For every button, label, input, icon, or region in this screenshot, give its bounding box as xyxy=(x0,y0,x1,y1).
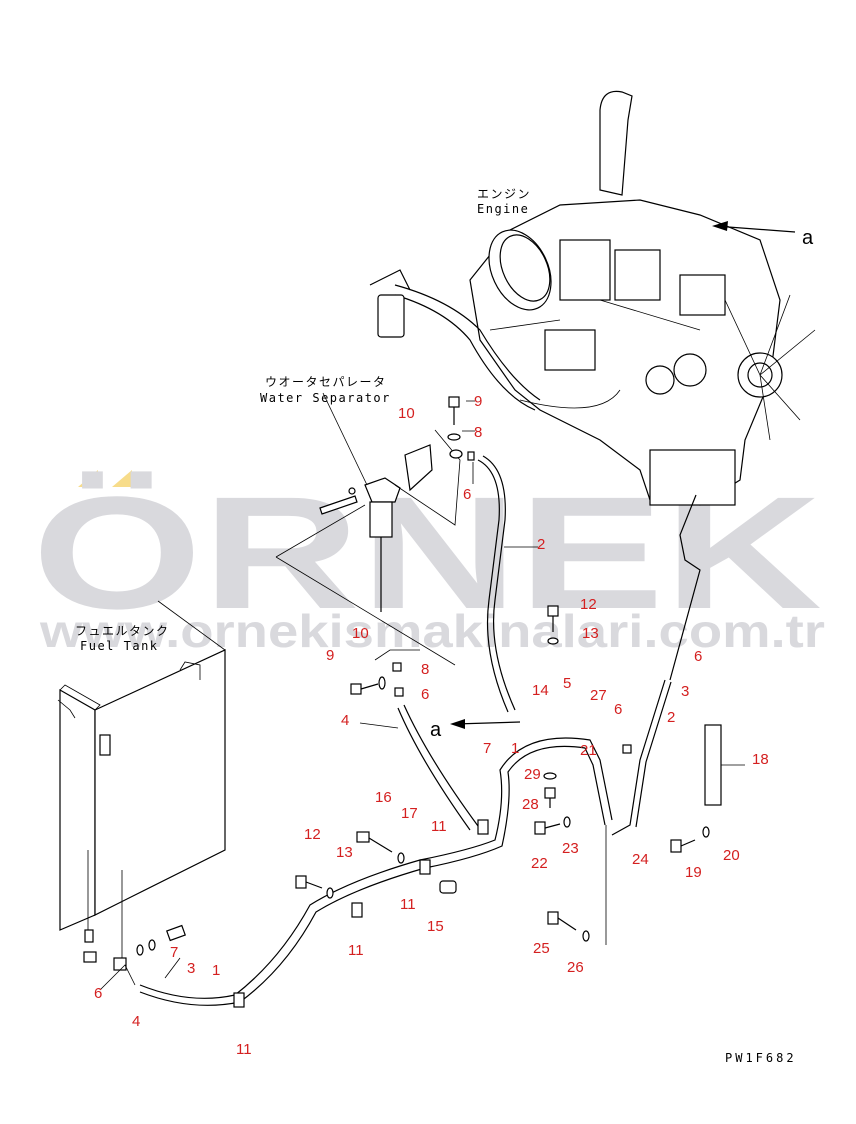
callout: 13 xyxy=(582,625,599,642)
callout: 7 xyxy=(483,740,491,757)
callout: 17 xyxy=(401,805,418,822)
callout: 28 xyxy=(522,796,539,813)
callout: 6 xyxy=(694,648,702,665)
callout: 7 xyxy=(170,944,178,961)
view-arrow xyxy=(714,225,796,233)
callout: 2 xyxy=(537,536,545,553)
callout: 10 xyxy=(352,625,369,642)
callout: 1 xyxy=(212,962,220,979)
callout: 24 xyxy=(632,851,649,868)
callout: 6 xyxy=(463,486,471,503)
callout: 27 xyxy=(590,687,607,704)
callout: 23 xyxy=(562,840,579,857)
callout: 12 xyxy=(304,826,321,843)
callout: 11 xyxy=(431,818,447,835)
callout: 16 xyxy=(375,789,392,806)
engine-label-en: Engine xyxy=(477,202,529,216)
bolt-group-middle xyxy=(350,649,420,697)
callout: 6 xyxy=(421,686,429,703)
watermark-accent xyxy=(112,470,132,487)
watermark: ÖRNEK www.ornekismakinalari.com.tr xyxy=(32,463,825,657)
callout: 6 xyxy=(94,985,102,1002)
drawing-code: PW1F682 xyxy=(725,1051,797,1065)
separator-label-en: Water Separator xyxy=(260,391,391,405)
callout: 4 xyxy=(132,1013,140,1030)
callout: 8 xyxy=(474,424,482,441)
water-separator xyxy=(275,392,461,666)
watermark-accent xyxy=(78,470,98,487)
callout: 9 xyxy=(326,647,334,664)
clamps xyxy=(233,819,489,1008)
callout: 18 xyxy=(752,751,769,768)
callout: 6 xyxy=(614,701,622,718)
callout: 8 xyxy=(421,661,429,678)
callout: 3 xyxy=(681,683,689,700)
callout-numbers: 9 10 8 6 2 12 13 10 9 8 6 4 14 5 27 7 1 … xyxy=(94,393,769,1058)
callout: 26 xyxy=(567,959,584,976)
callout: 10 xyxy=(398,405,415,422)
callout: 21 xyxy=(580,742,597,759)
tube-2 xyxy=(482,455,516,711)
callout: 11 xyxy=(400,896,416,913)
callout: 15 xyxy=(427,918,444,935)
tube-4 xyxy=(397,707,471,831)
tank-label-jp: フュエルタンク xyxy=(75,624,170,638)
callout: 25 xyxy=(533,940,550,957)
fuel-hose-upper xyxy=(394,284,541,401)
callout: 11 xyxy=(348,942,364,959)
callout: 1 xyxy=(511,740,519,757)
callout: 14 xyxy=(532,682,549,699)
callout: 29 xyxy=(524,766,541,783)
bracket-18 xyxy=(704,724,722,806)
view-arrow xyxy=(454,721,521,725)
separator-label-jp: ウオータセパレータ xyxy=(265,375,387,389)
watermark-url: www.ornekismakinalari.com.tr xyxy=(39,605,825,657)
callout: 19 xyxy=(685,864,702,881)
view-ref-a: a xyxy=(802,227,814,249)
view-ref-a: a xyxy=(430,719,442,741)
engine-assembly xyxy=(469,90,816,506)
callout: 20 xyxy=(723,847,740,864)
bolts-lower xyxy=(295,605,710,942)
callout: 4 xyxy=(341,712,349,729)
filter-canister xyxy=(377,294,405,338)
tank-label-en: Fuel Tank xyxy=(80,639,159,653)
bolt-group-upper xyxy=(447,396,475,484)
fuel-tank xyxy=(57,600,226,991)
callout: 22 xyxy=(531,855,548,872)
callout: 5 xyxy=(563,675,571,692)
callout: 9 xyxy=(474,393,482,410)
callout: 12 xyxy=(580,596,597,613)
callout: 2 xyxy=(667,709,675,726)
callout: 13 xyxy=(336,844,353,861)
callout: 11 xyxy=(236,1041,252,1058)
tube-3 xyxy=(611,679,666,836)
engine-label-jp: エンジン xyxy=(477,187,531,201)
callout: 3 xyxy=(187,960,195,977)
